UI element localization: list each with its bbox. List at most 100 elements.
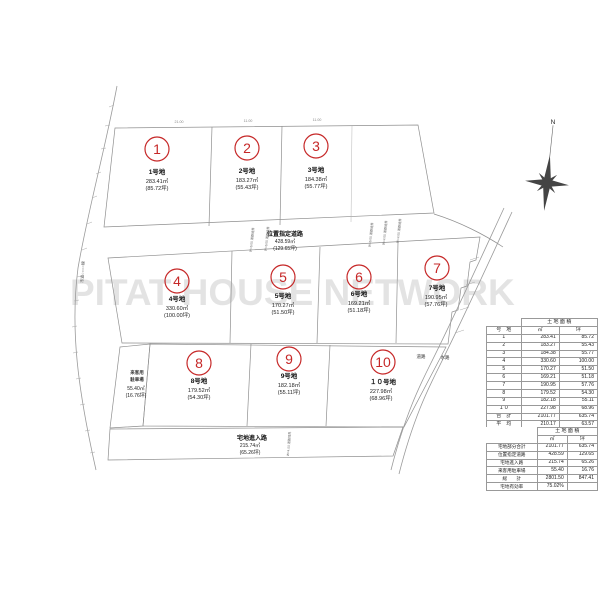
lot-group-10: 10 １０号地 227.98㎡ (68.96坪) <box>370 349 397 402</box>
cell-tsubo: 847.41 <box>566 474 599 484</box>
road-width-marker: W=4.00 道路境界 <box>395 217 403 243</box>
col-header-tsubo: 坪 <box>558 325 599 335</box>
cell-label: 宅地有効率 <box>486 482 538 491</box>
lot-name: 8号地 <box>191 376 208 385</box>
lot-area-tsubo: (85.72坪) <box>146 184 169 192</box>
cell-tsubo: 635.74 <box>566 442 599 452</box>
lot-area-tsubo: (100.00坪) <box>164 311 190 319</box>
lot-group-4: 4 4号地 330.60㎡ (100.00坪) <box>164 268 190 319</box>
table1-title: 土 地 面 積 <box>520 318 598 327</box>
parking-outline <box>109 343 151 429</box>
table1-title-row: 土 地 面 積 <box>487 318 598 327</box>
road-width-marker: W=4.00 道路境界 <box>285 431 292 457</box>
cell-m2: 190.95 <box>520 381 560 390</box>
lot-number: 5 <box>279 269 287 285</box>
left-road-line <box>74 85 118 471</box>
lot-area-m2: 179.52㎡ <box>188 386 211 394</box>
lot-area-m2: 170.27㎡ <box>272 301 295 309</box>
lot-group-1: 1 1号地 283.41㎡ (85.72坪) <box>144 136 170 192</box>
cell-no: 4 <box>486 357 522 367</box>
lot-number: 1 <box>153 141 161 157</box>
road-area-m2: 428.59㎡ <box>275 238 295 245</box>
cell-tsubo: 129.65 <box>566 450 599 460</box>
lot-number-circle <box>234 135 260 161</box>
cell-no: 9 <box>486 396 522 406</box>
cell-no: １０ <box>486 404 522 414</box>
cell-tsubo: 55.11 <box>558 396 599 406</box>
compass-rose <box>525 125 569 211</box>
cell-m2: 169.21 <box>520 373 560 382</box>
cell-label: 位置指定道路 <box>486 450 538 460</box>
lot-area-m2: 184.38㎡ <box>305 175 328 183</box>
cell-tsubo: 16.76 <box>566 466 599 476</box>
lot-number-circle <box>270 264 296 290</box>
road-area-m2: 215.74㎡ <box>240 442 260 449</box>
cell-m2: 330.60 <box>520 357 560 367</box>
lot-area-tsubo: (68.96坪) <box>370 394 393 402</box>
watermark: PITAT HOUSE NETWORK <box>70 272 515 313</box>
cell-tsubo: 54.30 <box>558 388 599 398</box>
cell-blank <box>487 428 538 436</box>
lot-number-circle <box>276 346 302 372</box>
lot-number-circle <box>424 255 450 281</box>
road-width-marker: W=4.00 道路境界 <box>381 219 389 245</box>
cell-m2: 179.52 <box>520 388 560 398</box>
road-name: 宅地進入路 <box>237 434 268 442</box>
cell-no: 5 <box>486 365 522 375</box>
cell-tsubo <box>566 482 599 491</box>
lot-number-circle <box>303 133 329 159</box>
table2-header-row: ㎡ 坪 <box>487 434 599 444</box>
cell-m2: 227.98 <box>520 404 560 414</box>
dimension-label: 11.00 <box>313 118 322 122</box>
lot-area-tsubo: (55.11坪) <box>278 388 301 396</box>
col-header-tsubo: 坪 <box>566 434 599 444</box>
entry-road-label: 宅地進入路 215.74㎡ (65.26坪) <box>237 434 268 456</box>
entry-road-outline <box>107 426 404 461</box>
lot-name: 3号地 <box>308 165 325 174</box>
parking-name-line1: 来客用 <box>129 369 144 376</box>
right-road-line <box>390 207 505 471</box>
dimension-label: 21.00 <box>175 120 184 124</box>
cell-tsubo: 65.26 <box>566 458 599 468</box>
cell-no: 1 <box>486 333 522 343</box>
right-water-line <box>398 211 513 475</box>
parking-label: 来客用 駐車場 55.40㎡ (16.76坪) <box>126 369 147 399</box>
lot-area-m2: 182.18㎡ <box>278 381 301 389</box>
lot-area-m2: 183.27㎡ <box>236 176 259 184</box>
designated-road-label: 位置指定道路 428.59㎡ (129.65坪) <box>267 230 304 252</box>
lot-name: 5号地 <box>275 291 292 300</box>
lot-group-8: 8 8号地 179.52㎡ (54.30坪) <box>186 350 212 401</box>
lot-group-3: 3 3号地 184.38㎡ (55.77坪) <box>303 133 329 190</box>
left-road-ticks <box>71 104 115 454</box>
lot-number: 7 <box>433 260 441 276</box>
lot-number: 3 <box>312 138 320 154</box>
road-side-label: 道路 <box>417 353 426 360</box>
cell-m2: 182.18 <box>520 396 560 406</box>
parking-area-tsubo: (16.76坪) <box>126 392 147 399</box>
lot-group-5: 5 5号地 170.27㎡ (51.50坪) <box>270 264 296 316</box>
cell-no: 2 <box>486 341 522 351</box>
road-width-marker: W=6.00 道路境界 <box>248 226 256 252</box>
cell-tsubo: 51.50 <box>558 365 599 375</box>
road-area-tsubo: (65.26坪) <box>240 449 261 456</box>
cell-m2: 283.41 <box>520 333 560 343</box>
lot-number-circle <box>346 264 372 290</box>
cell-tsubo: 635.74 <box>558 412 599 422</box>
cell-m2: 428.59 <box>536 450 568 460</box>
road-width-marker: W=6.00 道路境界 <box>367 221 375 247</box>
lot-area-m2: 169.21㎡ <box>348 299 371 307</box>
cell-no: 3 <box>486 349 522 359</box>
lot-name: 2号地 <box>239 166 256 175</box>
cell-no: 7 <box>486 381 522 390</box>
